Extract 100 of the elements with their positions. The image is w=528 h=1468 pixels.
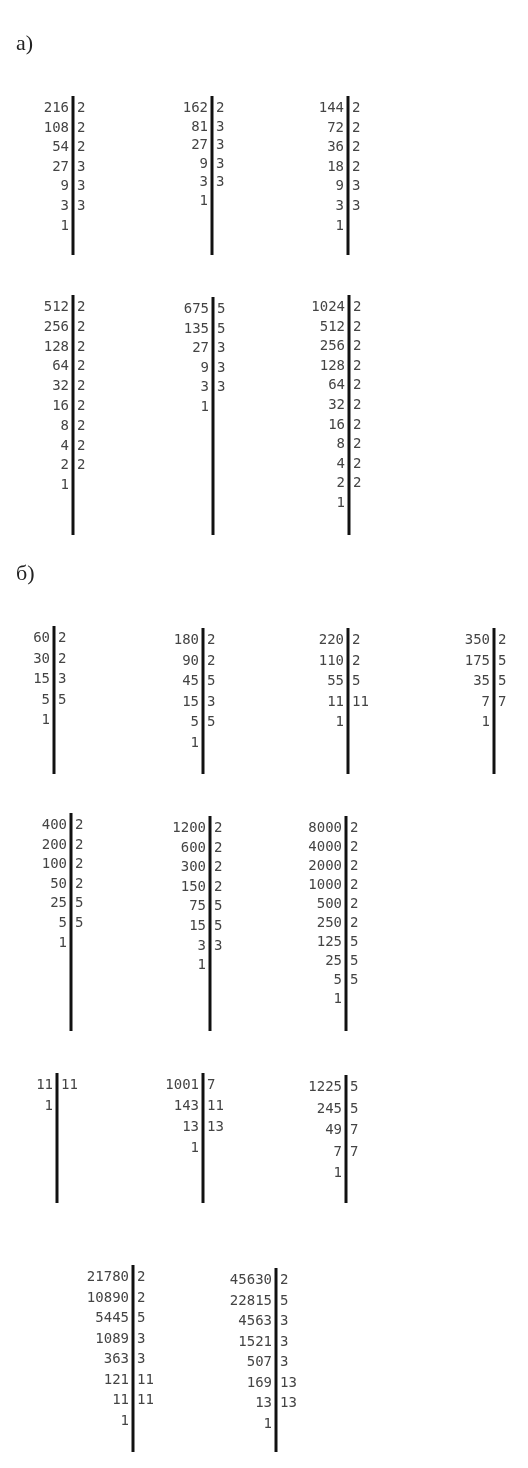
- prime-factor: 3: [77, 197, 86, 213]
- section-label: а): [16, 32, 34, 54]
- prime-factor: 7: [207, 1076, 216, 1092]
- dividend-number: 1001: [165, 1076, 199, 1092]
- dividend-number: 1: [333, 990, 342, 1006]
- prime-factor: 2: [137, 1268, 146, 1284]
- dividend-number: 16: [52, 397, 69, 413]
- dividend-number: 4563: [238, 1312, 272, 1328]
- dividend-number: 1: [199, 191, 208, 208]
- dividend-number: 1024: [311, 298, 345, 314]
- dividend-number: 22815: [229, 1291, 272, 1308]
- prime-factor: 2: [353, 356, 362, 373]
- dividend-number: 256: [319, 337, 345, 354]
- prime-factor: 3: [214, 936, 223, 953]
- dividend-number: 55: [327, 672, 344, 688]
- dividend-number: 64: [52, 357, 69, 374]
- dividend-number: 9: [335, 177, 344, 194]
- prime-factor: 2: [352, 138, 361, 155]
- prime-factor: 11: [207, 1097, 224, 1113]
- dividend-number: 1: [263, 1414, 272, 1431]
- dividend-number: 21780: [86, 1268, 129, 1284]
- dividend-number: 200: [41, 835, 67, 852]
- prime-factor: 5: [350, 933, 359, 949]
- prime-factor: 2: [77, 397, 86, 413]
- prime-factor: 2: [353, 317, 362, 334]
- prime-factor: 7: [350, 1142, 359, 1159]
- dividend-number: 3: [60, 197, 69, 213]
- prime-factor: 5: [352, 672, 361, 688]
- dividend-number: 15: [33, 670, 50, 686]
- prime-factor: 5: [75, 914, 84, 930]
- prime-factor: 2: [77, 436, 86, 453]
- prime-factor: 2: [353, 337, 362, 354]
- prime-factor: 2: [216, 99, 225, 115]
- dividend-number: 143: [173, 1097, 199, 1113]
- dividend-number: 7: [481, 692, 490, 709]
- dividend-number: 1089: [95, 1329, 129, 1346]
- dividend-number: 2: [336, 474, 345, 491]
- dividend-number: 3: [200, 378, 209, 394]
- prime-factor: 2: [350, 838, 359, 854]
- prime-factor: 2: [58, 629, 67, 645]
- dividend-number: 25: [50, 894, 67, 911]
- dividend-number: 4: [60, 436, 69, 453]
- prime-factor: 2: [58, 649, 67, 666]
- prime-factor: 3: [216, 173, 225, 189]
- prime-factor: 3: [217, 339, 226, 355]
- dividend-number: 1200: [172, 819, 206, 835]
- prime-factor: 3: [217, 378, 226, 394]
- prime-factor: 3: [280, 1332, 289, 1349]
- dividend-number: 363: [103, 1350, 129, 1366]
- dividend-number: 400: [41, 816, 67, 832]
- dividend-number: 256: [43, 317, 69, 334]
- dividend-number: 1: [41, 711, 50, 727]
- dividend-number: 2000: [308, 857, 342, 873]
- dividend-number: 216: [43, 99, 69, 115]
- dividend-number: 4: [336, 454, 345, 471]
- prime-factor: 7: [350, 1121, 359, 1137]
- dividend-number: 1: [335, 713, 344, 729]
- prime-factor: 13: [280, 1394, 297, 1410]
- prime-factor: 13: [280, 1373, 297, 1390]
- prime-factor: 3: [280, 1312, 289, 1328]
- prime-factor: 3: [216, 154, 225, 171]
- dividend-number: 600: [180, 838, 206, 855]
- dividend-number: 8: [60, 416, 69, 433]
- prime-factor: 3: [280, 1353, 289, 1369]
- dividend-number: 1225: [308, 1078, 342, 1094]
- prime-factor: 3: [77, 157, 86, 174]
- dividend-number: 128: [319, 356, 345, 373]
- dividend-number: 110: [318, 651, 344, 668]
- dividend-number: 135: [183, 319, 209, 336]
- dividend-number: 18: [327, 157, 344, 174]
- prime-factor: 2: [352, 118, 361, 135]
- prime-factor: 5: [58, 690, 67, 707]
- prime-factor: 5: [214, 917, 223, 933]
- dividend-number: 32: [328, 396, 345, 412]
- dividend-number: 2: [60, 456, 69, 473]
- dividend-number: 125: [316, 933, 342, 949]
- dividend-number: 162: [182, 99, 208, 115]
- prime-factor: 3: [352, 197, 361, 213]
- dividend-number: 250: [316, 914, 342, 930]
- dividend-number: 5: [333, 971, 342, 987]
- dividend-number: 15: [189, 917, 206, 933]
- prime-factor: 2: [77, 118, 86, 135]
- prime-factor: 5: [75, 894, 84, 911]
- prime-factor: 2: [77, 99, 86, 115]
- prime-factor: 13: [207, 1118, 224, 1134]
- prime-factor: 3: [216, 136, 225, 152]
- prime-factor: 2: [137, 1288, 146, 1305]
- dividend-number: 36: [327, 138, 344, 155]
- prime-factor: 2: [353, 298, 362, 314]
- prime-factor: 11: [61, 1076, 78, 1092]
- prime-factor: 5: [214, 897, 223, 914]
- dividend-number: 1521: [238, 1332, 272, 1349]
- prime-factor: 2: [207, 631, 216, 647]
- prime-factor: 2: [75, 835, 84, 852]
- dividend-number: 8000: [308, 819, 342, 835]
- dividend-number: 27: [191, 136, 208, 152]
- prime-factor: 5: [350, 1078, 359, 1094]
- dividend-number: 1: [200, 397, 209, 414]
- prime-factor: 2: [353, 435, 362, 452]
- prime-factor: 2: [214, 877, 223, 894]
